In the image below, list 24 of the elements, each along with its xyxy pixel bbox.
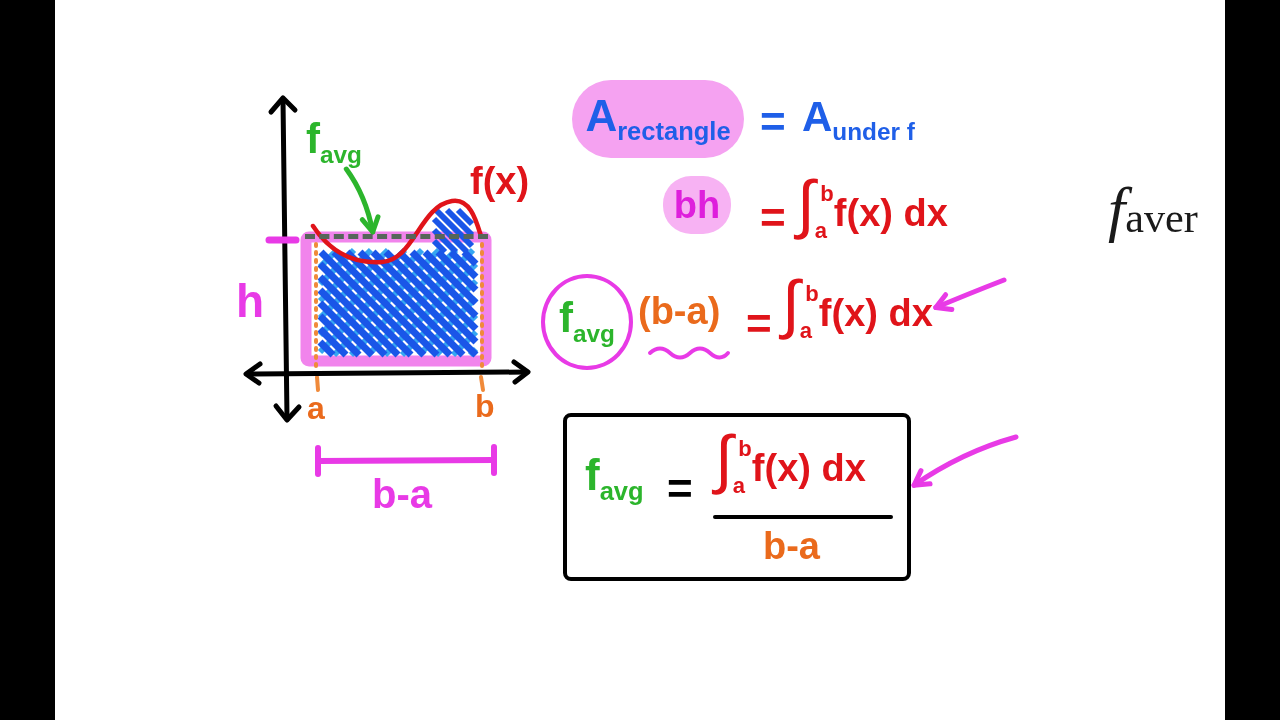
height-label: h (236, 278, 265, 324)
bound-label: a (307, 392, 325, 424)
highlight-blob (663, 176, 731, 234)
math-term: A$_{under f}$ (802, 96, 915, 144)
math-term: b-a (763, 527, 820, 565)
function-label: f(x) (470, 162, 530, 200)
math-term: bh (673, 186, 721, 224)
equals-sign: = (667, 467, 693, 511)
bound-label: b (475, 390, 495, 422)
equals-sign: = (760, 100, 786, 144)
math-term: f$_{avg}$ (585, 453, 644, 505)
math-term: (b-a) (638, 292, 721, 330)
arrow (933, 277, 1007, 312)
arrow (343, 166, 381, 235)
equals-sign: = (746, 302, 772, 346)
average-label: f$_{avg}$ (306, 118, 362, 168)
math-term: f$_{avg}$ (559, 297, 615, 347)
width-label: b-a (372, 474, 432, 514)
math-term: A$_{rectangle}$ (585, 93, 731, 145)
average-line (305, 234, 488, 239)
circle-outline (541, 274, 633, 370)
equals-sign: = (760, 196, 786, 240)
arrow (911, 434, 1019, 488)
result-box (563, 413, 911, 581)
